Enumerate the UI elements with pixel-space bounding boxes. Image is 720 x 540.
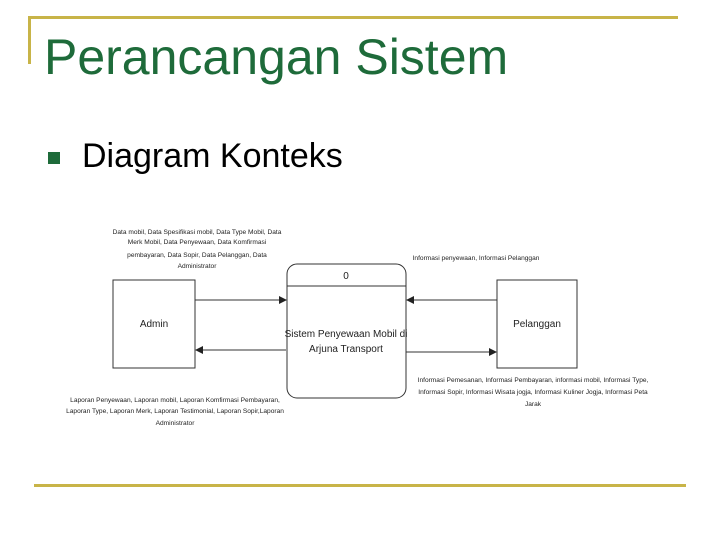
frame-bottom-rule	[34, 484, 686, 487]
bullet-text: Diagram Konteks	[82, 137, 343, 175]
flow-label-admin-in-line: Administrator	[178, 263, 218, 270]
flow-label-admin-in-line: pembayaran, Data Sopir, Data Pelanggan, …	[127, 252, 267, 259]
bullet-square-icon	[48, 152, 60, 164]
pelanggan-entity-label: Pelanggan	[513, 319, 561, 330]
process-box	[286, 263, 407, 399]
pelanggan-entity-box	[496, 279, 578, 369]
slide-title: Perancangan Sistem	[44, 29, 509, 85]
flow-label-customer-out-line: Informasi Pemesanan, Informasi Pembayara…	[418, 377, 649, 384]
process-number: 0	[343, 271, 349, 282]
flow-label-admin-in-line: Merk Mobil, Data Penyewaan, Data Komfirm…	[128, 239, 267, 246]
frame-top-rule	[28, 16, 678, 19]
flow-label-customer-in: Informasi penyewaan, Informasi Pelanggan	[413, 255, 540, 262]
flow-label-customer-out-line: Informasi Sopir, Informasi Wisata jogja,…	[418, 389, 648, 396]
flow-label-admin-in-line: Data mobil, Data Spesifikasi mobil, Data…	[113, 229, 282, 236]
flow-label-admin-in: Data mobil, Data Spesifikasi mobil, Data…	[113, 229, 282, 270]
admin-entity-label: Admin	[140, 319, 168, 330]
flow-label-customer-out: Informasi Pemesanan, Informasi Pembayara…	[418, 377, 649, 408]
flow-label-admin-out-line: Laporan Type, Laporan Merk, Laporan Test…	[66, 408, 284, 415]
flow-label-customer-out-line: Jarak	[525, 401, 542, 408]
flow-label-admin-out-line: Laporan Penyewaan, Laporan mobil, Lapora…	[70, 397, 280, 404]
flow-label-admin-out: Laporan Penyewaan, Laporan mobil, Lapora…	[66, 397, 284, 427]
process-name-line-2: Arjuna Transport	[309, 344, 383, 355]
flow-label-admin-out-line: Administrator	[156, 420, 196, 427]
frame-left-rule	[28, 16, 31, 64]
admin-entity-box	[112, 279, 196, 369]
flow-label-customer-in-line: Informasi penyewaan, Informasi Pelanggan	[413, 255, 540, 262]
process-name-line-1: Sistem Penyewaan Mobil di	[285, 329, 408, 340]
